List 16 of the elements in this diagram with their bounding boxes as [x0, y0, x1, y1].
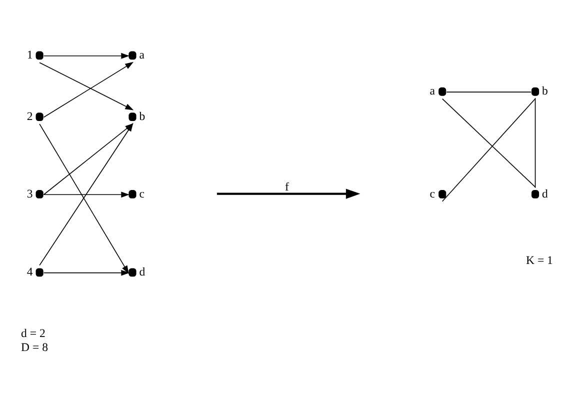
node-label: a [139, 48, 144, 62]
node-label: 1 [26, 48, 33, 62]
label: d = 2 [21, 326, 46, 340]
node-label: d [542, 187, 548, 200]
node-label: c [430, 187, 435, 200]
node-label: c [139, 187, 144, 200]
node-label: 4 [26, 266, 33, 279]
node-label: 3 [26, 187, 33, 200]
node-label: d [139, 266, 146, 279]
node-label: 2 [26, 110, 33, 123]
node-label: b [542, 84, 548, 98]
label: f [285, 180, 289, 194]
label: D = 8 [21, 341, 48, 354]
node-label: a [430, 84, 435, 98]
label: K = 1 [526, 254, 553, 267]
node-label: b [139, 110, 146, 123]
